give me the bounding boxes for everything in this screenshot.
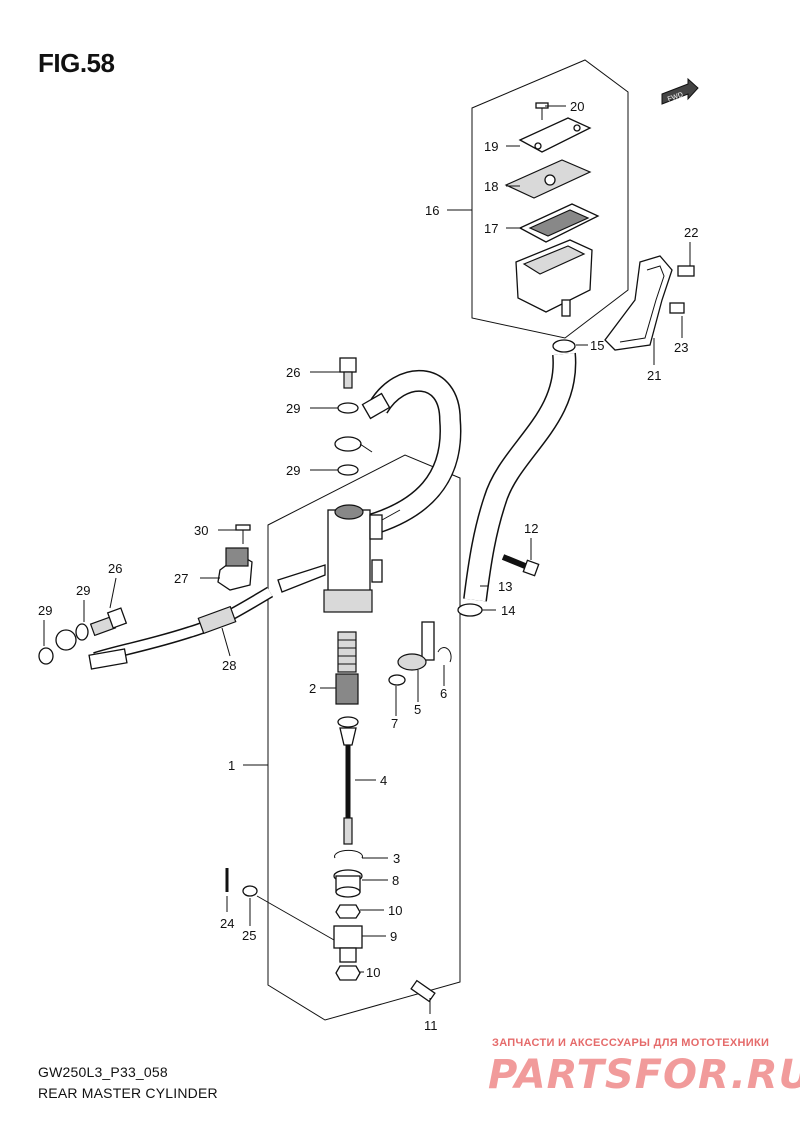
callout-19: 19: [484, 139, 498, 154]
callout-14: 14: [501, 603, 515, 618]
fitting-icon: [334, 436, 373, 453]
oring-7-icon: [388, 674, 406, 686]
callout-26b: 26: [108, 561, 122, 576]
diaphragm-17-icon: [518, 203, 600, 243]
master-cylinder-body-icon: [323, 504, 401, 613]
callout-1: 1: [228, 758, 235, 773]
bracket-21-icon: [604, 255, 673, 351]
callout-18: 18: [484, 179, 498, 194]
watermark-logo: PARTSFOR.RU: [488, 1052, 800, 1098]
plate-18-icon: [504, 159, 592, 199]
callout-28: 28: [222, 658, 236, 673]
callout-23: 23: [674, 340, 688, 355]
figure-caption: REAR MASTER CYLINDER: [38, 1085, 218, 1101]
callout-27: 27: [174, 571, 188, 586]
reservoir-body-16-icon: [515, 239, 593, 317]
union-bolt-26b-icon: [89, 607, 128, 637]
model-code: GW250L3_P33_058: [38, 1064, 168, 1080]
pin-11-icon: [410, 979, 436, 1003]
reservoir-group-outline: [471, 59, 629, 339]
nut-10b-icon: [335, 965, 361, 981]
rod-pin-icon: [277, 564, 326, 593]
callout-13: 13: [498, 579, 512, 594]
clevis-9-icon: [333, 925, 363, 963]
banjo-fitting-icon: [55, 629, 77, 651]
boot-8-icon: [333, 869, 363, 898]
hose-13-icon: [463, 352, 577, 602]
callout-12: 12: [524, 521, 538, 536]
callout-25: 25: [242, 928, 256, 943]
callout-22: 22: [684, 225, 698, 240]
callout-29c: 29: [76, 583, 90, 598]
figure-title: FIG.58: [38, 48, 115, 78]
callout-30: 30: [194, 523, 208, 538]
master-cylinder-group-outline: [267, 454, 461, 1021]
callout-10b: 10: [366, 965, 380, 980]
washer-29c-icon: [75, 623, 89, 641]
clamp-14-icon: [457, 603, 483, 617]
callout-11: 11: [424, 1018, 438, 1033]
callout-17: 17: [484, 221, 498, 236]
callout-29d: 29: [38, 603, 52, 618]
pushrod-4-icon: [337, 716, 359, 845]
callout-29a: 29: [286, 401, 300, 416]
callout-16: 16: [425, 203, 439, 218]
callout-20: 20: [570, 99, 584, 114]
washer-29b-icon: [337, 464, 359, 476]
brake-hose-upper-icon: [361, 370, 462, 536]
leader-lines: [43, 105, 691, 1014]
callout-24: 24: [220, 916, 234, 931]
callout-6: 6: [440, 686, 447, 701]
circlip-3-icon: [334, 849, 363, 859]
fwd-arrow-icon: FWD: [661, 77, 699, 105]
bolt-22-icon: [677, 265, 695, 277]
callout-29b: 29: [286, 463, 300, 478]
callout-26a: 26: [286, 365, 300, 380]
inlet-joint-5-icon: [397, 621, 435, 671]
callout-5: 5: [414, 702, 421, 717]
callout-3: 3: [393, 851, 400, 866]
brake-hose-28-icon: [88, 586, 274, 670]
callout-10a: 10: [388, 903, 402, 918]
clamp-15-icon: [552, 339, 576, 353]
callout-8: 8: [392, 873, 399, 888]
circlip-6-icon: [437, 647, 452, 663]
callout-21: 21: [647, 368, 661, 383]
spring-2-icon: [335, 631, 359, 705]
nut-10a-icon: [335, 904, 361, 919]
bolt-12-icon: [501, 554, 540, 577]
union-bolt-26-icon: [339, 357, 357, 389]
hose-guide-27-icon: [217, 547, 253, 591]
reservoir-cap-19-icon: [518, 117, 592, 153]
callout-7: 7: [391, 716, 398, 731]
washer-29a-icon: [337, 402, 359, 414]
washer-29d-icon: [38, 647, 54, 665]
screw-30-icon: [235, 524, 251, 544]
bolt-23-icon: [669, 302, 685, 314]
washer-25-icon: [242, 885, 258, 897]
callout-9: 9: [390, 929, 397, 944]
callout-2: 2: [309, 681, 316, 696]
callout-4: 4: [380, 773, 387, 788]
watermark-tagline: ЗАПЧАСТИ И АКСЕССУАРЫ ДЛЯ МОТОТЕХНИКИ: [492, 1037, 770, 1049]
callout-15: 15: [590, 338, 604, 353]
